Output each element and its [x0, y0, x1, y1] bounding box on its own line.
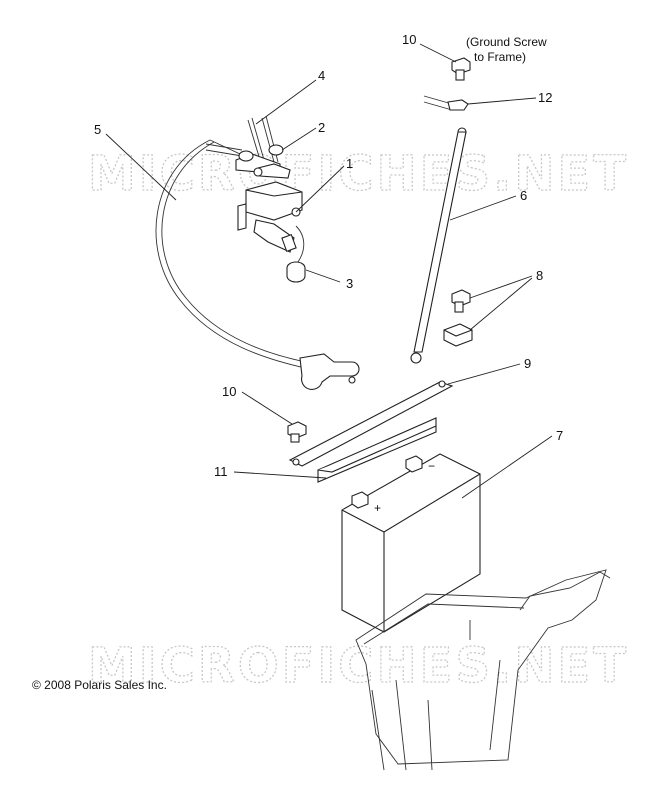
- callout-8: 8: [536, 268, 543, 283]
- watermark-bottom: MICROFICHES.NET: [88, 638, 629, 694]
- ground-screw-note-line-2: to Frame): [474, 50, 526, 64]
- part-8-nut-block: [443, 323, 473, 347]
- callout-3: 3: [346, 276, 353, 291]
- callout-6: 6: [520, 188, 527, 203]
- ground-screw-note-line-1: (Ground Screw: [466, 35, 547, 49]
- callout-5: 5: [94, 122, 101, 137]
- battery-negative-terminal: −: [428, 459, 435, 473]
- copyright-text: © 2008 Polaris Sales Inc.: [32, 678, 167, 692]
- part-2-nuts: [235, 144, 291, 179]
- part-10-bolt: [287, 421, 307, 443]
- callouts: 1 2 3 4 5 6 7 8 9 10 10 11 12: [94, 32, 563, 479]
- part-10-ground-screw: [451, 57, 471, 81]
- callout-10-top: 10: [402, 32, 416, 47]
- part-11-pad: [317, 417, 437, 483]
- watermark-top: MICROFICHES.NET: [88, 146, 629, 202]
- battery-positive-terminal: +: [374, 501, 381, 515]
- leader-lines: [105, 43, 553, 499]
- battery-box: [355, 569, 611, 771]
- callout-10-lower: 10: [222, 384, 236, 399]
- part-7-battery: + −: [341, 453, 481, 633]
- callout-9: 9: [524, 356, 531, 371]
- part-8-bolt: [451, 289, 471, 313]
- part-9-strap: [288, 380, 454, 467]
- callout-7: 7: [556, 428, 563, 443]
- callout-12: 12: [538, 90, 552, 105]
- callout-1: 1: [346, 156, 353, 171]
- callout-4: 4: [318, 68, 325, 83]
- part-3-bolt: [286, 225, 306, 283]
- part-6-rod: [410, 127, 467, 364]
- callout-2: 2: [318, 120, 325, 135]
- part-1-solenoid: [237, 181, 303, 253]
- part-12-wire: [423, 95, 469, 111]
- callout-11: 11: [214, 464, 228, 479]
